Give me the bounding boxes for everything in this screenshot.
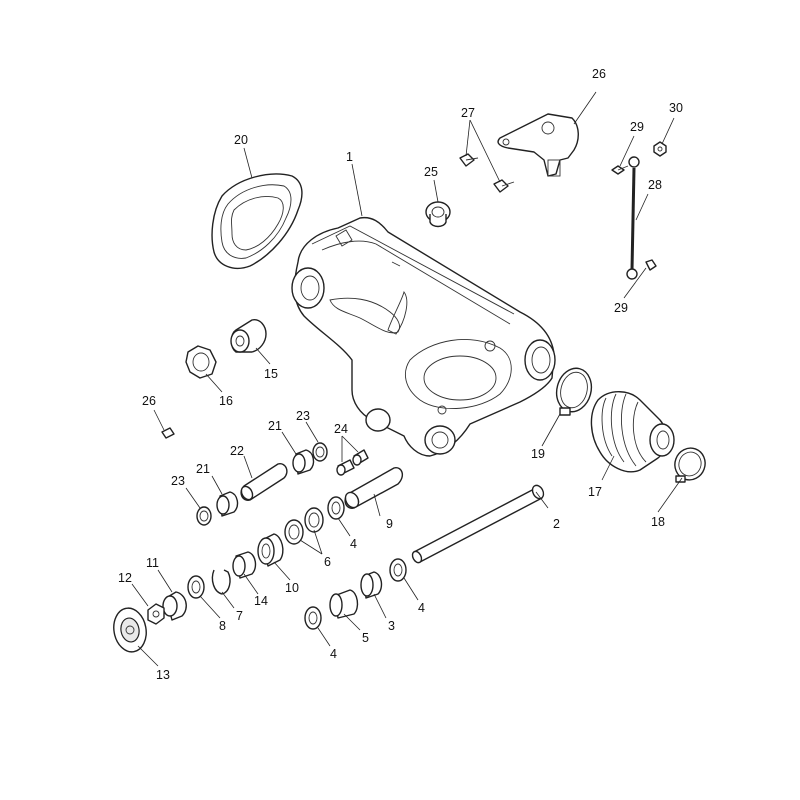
label-15: 15 <box>264 367 278 381</box>
label-4-b: 4 <box>418 601 425 615</box>
sleeve-part-22[interactable] <box>239 463 288 502</box>
label-25: 25 <box>424 165 438 179</box>
bolt-part-29-a[interactable] <box>611 165 629 175</box>
part-number-labels: 1 2 3 4 4 4 5 6 7 8 9 10 11 12 13 14 15 … <box>118 67 683 682</box>
label-20: 20 <box>234 133 248 147</box>
bearing-part-6-a[interactable] <box>284 519 304 545</box>
label-13: 13 <box>156 668 170 682</box>
label-1: 1 <box>346 150 353 164</box>
label-8: 8 <box>219 619 226 633</box>
label-14: 14 <box>254 594 268 608</box>
hub-flange-part-13[interactable] <box>110 606 149 655</box>
label-29-a: 29 <box>630 120 644 134</box>
label-18: 18 <box>651 515 665 529</box>
bushing-part-15[interactable] <box>230 319 267 353</box>
seal-part-23-a[interactable] <box>312 442 328 462</box>
label-27: 27 <box>461 106 475 120</box>
label-30: 30 <box>669 101 683 115</box>
label-6: 6 <box>324 555 331 569</box>
clip-part-18[interactable] <box>670 444 709 484</box>
label-2: 2 <box>553 517 560 531</box>
nut-part-30[interactable] <box>653 141 667 157</box>
bushing-part-3[interactable] <box>360 571 383 599</box>
label-24: 24 <box>334 422 348 436</box>
grease-nipple-part-24-a[interactable] <box>336 459 355 476</box>
swingarm-part-1[interactable] <box>291 216 556 457</box>
label-4-c: 4 <box>330 647 337 661</box>
label-10: 10 <box>285 581 299 595</box>
leader-lines <box>131 91 683 667</box>
clip-part-19[interactable] <box>552 364 596 416</box>
label-21-a: 21 <box>268 419 282 433</box>
seal-part-23-b[interactable] <box>196 506 212 526</box>
grommet-part-25[interactable] <box>425 201 451 228</box>
chain-guard-rubber-part-20[interactable] <box>211 173 303 270</box>
label-29-b: 29 <box>614 301 628 315</box>
gaiter-boot-part-17[interactable] <box>590 391 675 473</box>
sensor-bracket-part-26[interactable] <box>497 113 579 177</box>
bushing-part-21-b[interactable] <box>216 491 239 517</box>
label-26-b: 26 <box>142 394 156 408</box>
label-21-b: 21 <box>196 462 210 476</box>
label-17: 17 <box>588 485 602 499</box>
bushing-part-21-a[interactable] <box>292 449 315 475</box>
label-23-b: 23 <box>171 474 185 488</box>
castle-nut-part-16[interactable] <box>185 345 217 379</box>
label-16: 16 <box>219 394 233 408</box>
label-3: 3 <box>388 619 395 633</box>
label-11: 11 <box>146 556 159 570</box>
nut-part-12[interactable] <box>147 603 165 625</box>
circlip-part-7[interactable] <box>211 569 231 595</box>
label-9: 9 <box>386 517 393 531</box>
bolt-part-27-b[interactable] <box>493 179 515 193</box>
spindle-part-2[interactable] <box>411 483 546 564</box>
label-19: 19 <box>531 447 545 461</box>
bolt-part-27-a[interactable] <box>459 153 479 167</box>
spacer-part-11[interactable] <box>162 591 187 621</box>
link-rod-part-28[interactable] <box>626 156 640 280</box>
label-5: 5 <box>362 631 369 645</box>
washer-part-8[interactable] <box>187 575 205 599</box>
screw-part-26[interactable] <box>161 427 175 439</box>
washer-part-4-b[interactable] <box>389 558 407 582</box>
label-22: 22 <box>230 444 244 458</box>
bushing-part-14[interactable] <box>232 551 257 579</box>
bolt-part-29-b[interactable] <box>645 259 657 271</box>
label-12: 12 <box>118 571 132 585</box>
washer-part-4-c[interactable] <box>304 606 322 630</box>
label-28: 28 <box>648 178 662 192</box>
bushing-part-10[interactable] <box>257 533 284 567</box>
label-23-a: 23 <box>296 409 310 423</box>
label-7: 7 <box>236 609 243 623</box>
sleeve-part-9[interactable] <box>343 467 404 510</box>
label-4-a: 4 <box>350 537 357 551</box>
bushing-part-5[interactable] <box>329 589 359 619</box>
grease-nipple-part-24-b[interactable] <box>352 449 369 466</box>
washer-part-4-a[interactable] <box>327 496 345 520</box>
bearing-part-6-b[interactable] <box>304 507 324 533</box>
label-26-a: 26 <box>592 67 606 81</box>
